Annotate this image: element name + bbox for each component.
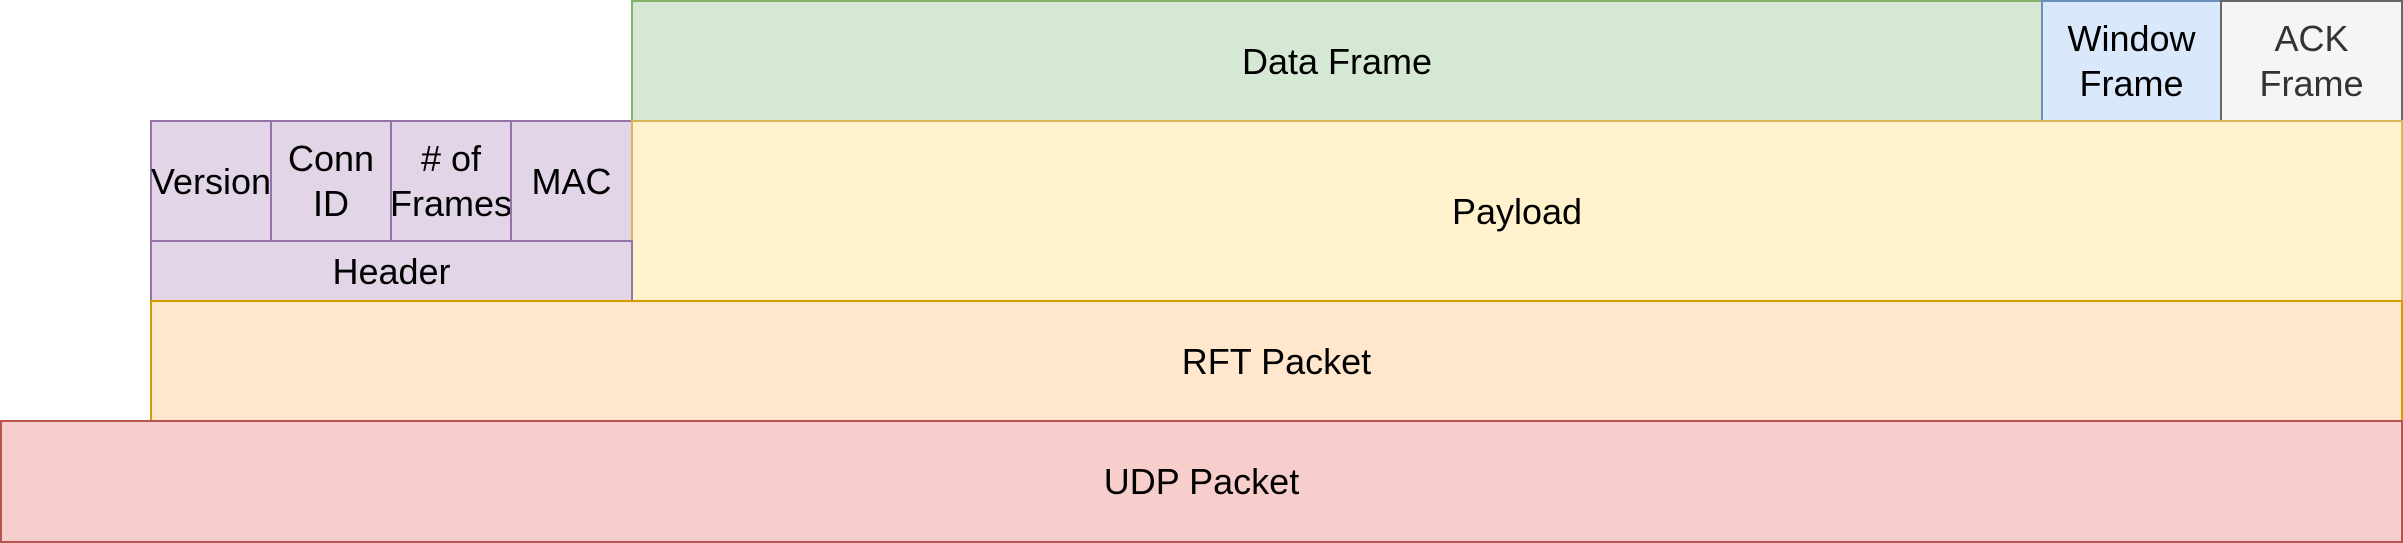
window-frame-label: Window Frame <box>2067 18 2196 104</box>
data-frame-box: Data Frame <box>631 0 2043 122</box>
udp-packet-box: UDP Packet <box>0 420 2403 543</box>
payload-box: Payload <box>631 120 2403 302</box>
rft-packet-box: RFT Packet <box>150 300 2403 422</box>
header-box: Header <box>150 240 633 302</box>
data-frame-label: Data Frame <box>1241 40 1433 82</box>
version-field-box: Version <box>150 120 272 242</box>
rft-packet-label: RFT Packet <box>1181 340 1372 382</box>
version-field-label: Version <box>150 160 272 202</box>
payload-label: Payload <box>1451 190 1583 232</box>
ack-frame-box: ACK Frame <box>2220 0 2403 122</box>
mac-field-box: MAC <box>510 120 633 242</box>
conn-id-field-label: Conn ID <box>287 138 375 224</box>
window-frame-box: Window Frame <box>2041 0 2222 122</box>
conn-id-field-box: Conn ID <box>270 120 392 242</box>
num-frames-field-box: # of Frames <box>390 120 512 242</box>
ack-frame-label: ACK Frame <box>2259 18 2364 104</box>
mac-field-label: MAC <box>531 160 612 202</box>
udp-packet-label: UDP Packet <box>1103 461 1300 502</box>
num-frames-field-label: # of Frames <box>390 138 513 224</box>
header-label: Header <box>332 250 451 292</box>
